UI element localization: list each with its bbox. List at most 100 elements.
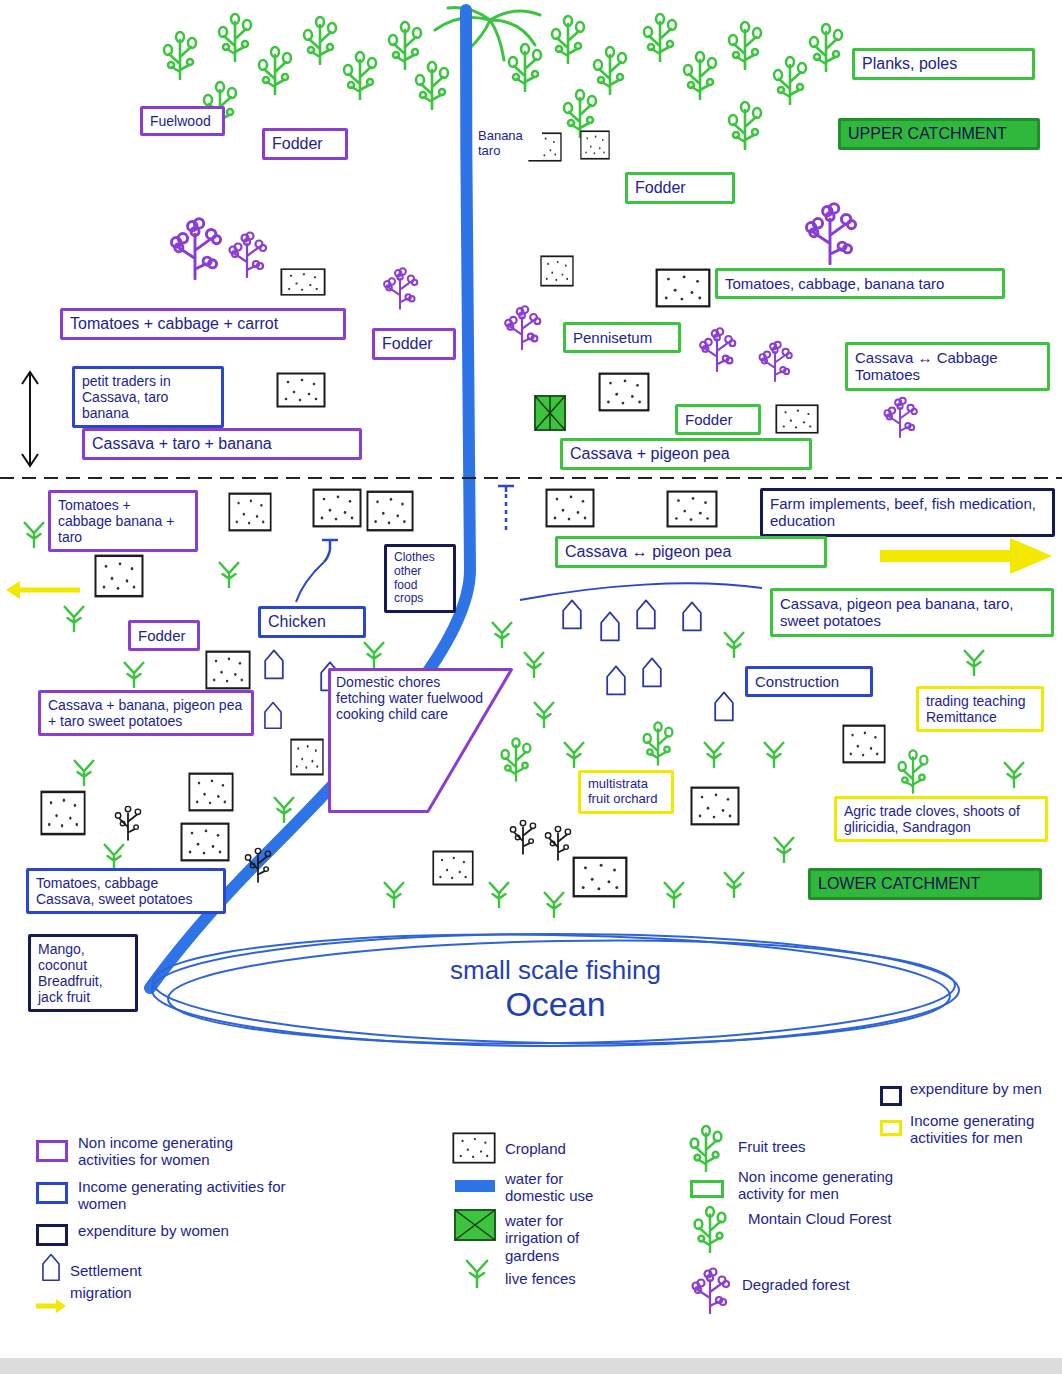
box-text: Domestic chores fetching water fuelwood … <box>336 674 486 722</box>
water-pipe <box>520 583 762 600</box>
ocean-label: small scale fishing <box>444 956 667 986</box>
ocean-ring <box>152 928 951 1050</box>
activity-box: Tomatoes + cabbage banana + taro <box>48 490 198 552</box>
live-fence <box>75 761 94 785</box>
box-text: multistrata fruit orchard <box>588 777 664 807</box>
degraded-tree <box>760 342 792 381</box>
activity-box: Agric trade cloves, shoots of gliricidia… <box>834 796 1048 842</box>
box-text: trading teaching Remittance <box>926 693 1034 725</box>
activity-box: Tomatoes, cabbage, banana taro <box>715 268 1005 299</box>
live-fence <box>965 651 984 675</box>
legend-cropland-icon <box>453 1133 494 1162</box>
legend-text: live fences <box>505 1270 620 1287</box>
palm-fronds <box>435 8 540 61</box>
box-text: Chicken <box>268 613 356 631</box>
forest-tree <box>729 102 761 149</box>
cropland <box>541 256 573 285</box>
activity-box: multistrata fruit orchard <box>578 770 674 814</box>
activity-box: Pennisetum <box>563 322 681 353</box>
migration-arrow <box>880 538 1052 574</box>
zone-banner: LOWER CATCHMENT <box>808 868 1042 900</box>
activity-box: Fodder <box>128 620 200 651</box>
box-text: Cassava, pigeon pea banana, taro, sweet … <box>780 595 1044 630</box>
activity-box: Cassava ↔ Cabbage Tomatoes <box>845 342 1050 391</box>
live-fence <box>275 798 294 822</box>
forest-tree <box>389 22 421 69</box>
forest-tree <box>594 47 626 94</box>
cropland <box>668 492 717 527</box>
forest-tree <box>164 32 196 79</box>
box-text: Fuelwood <box>150 113 215 129</box>
house <box>563 600 581 628</box>
legend-text: Non income generating activities for wom… <box>78 1134 288 1169</box>
water-pipe <box>505 494 508 534</box>
forest-tree <box>219 14 251 61</box>
activity-box: Tomatoes, cabbage Cassava, sweet potatoe… <box>26 868 226 914</box>
legend-text: Non income generating activity for men <box>738 1168 918 1203</box>
degraded-tree <box>700 328 735 371</box>
irrigation-patch <box>535 396 565 430</box>
cropland <box>657 270 710 307</box>
legend-migration-arrow <box>36 1304 58 1309</box>
activity-box: Construction <box>745 666 873 697</box>
box-text: Fodder <box>138 627 190 644</box>
zone-banner: UPPER CATCHMENT <box>838 118 1040 150</box>
legend-house-icon <box>43 1255 59 1281</box>
live-fence <box>725 873 744 897</box>
legend-text: Income generating activities for men <box>910 1112 1055 1147</box>
live-fence <box>525 653 544 677</box>
forest-tree <box>416 62 448 109</box>
live-fence <box>125 663 144 687</box>
cropland <box>291 740 323 775</box>
activity-box: Fodder <box>625 172 735 204</box>
box-text: Clothes other food crops <box>394 551 446 606</box>
fruit-tree <box>502 738 531 780</box>
live-fence <box>220 563 239 587</box>
activity-box: Cassava + pigeon pea <box>560 438 812 470</box>
live-fence <box>545 893 564 917</box>
forest-tree <box>344 52 376 99</box>
zone-divider <box>0 477 1062 479</box>
legend-swatch <box>880 1086 902 1106</box>
box-text: petit traders in Cassava, taro banana <box>82 373 214 421</box>
box-text: Pennisetum <box>573 329 671 346</box>
box-text: Fodder <box>635 179 725 197</box>
river <box>150 10 470 988</box>
box-text: Construction <box>755 673 863 690</box>
cropland <box>433 852 472 885</box>
live-fence <box>490 883 509 907</box>
legend-swatch <box>36 1224 68 1246</box>
forest-tree <box>552 16 584 63</box>
live-fence <box>775 838 794 862</box>
house <box>715 692 733 720</box>
box-text: Cassava + taro + banana <box>92 435 352 453</box>
irrigated-garden <box>535 396 565 430</box>
house <box>637 600 655 628</box>
box-text: Cassava ↔ pigeon pea <box>565 543 817 561</box>
degraded-tree <box>505 306 540 349</box>
cropland <box>206 652 249 689</box>
chores-parallelogram: Domestic chores fetching water fuelwood … <box>328 668 513 813</box>
legend-cloud-forest-icon <box>695 1207 726 1252</box>
cropland <box>600 374 649 411</box>
cropland <box>843 726 884 763</box>
cropland <box>281 269 324 295</box>
live-fence <box>705 743 724 767</box>
live-fence <box>535 703 554 727</box>
activity-box: Tomatoes + cabbage + carrot <box>60 308 346 340</box>
box-text: Planks, poles <box>862 55 1025 73</box>
live-fence <box>765 743 784 767</box>
legend-irrigation-hatch <box>455 1210 495 1240</box>
legend-fruit-tree-icon <box>691 1126 722 1171</box>
activity-box: petit traders in Cassava, taro banana <box>72 366 224 428</box>
legend-text: Income generating activities for women <box>78 1178 288 1213</box>
legend-text: Degraded forest <box>742 1276 892 1293</box>
box-text: LOWER CATCHMENT <box>818 875 1032 893</box>
degraded-tree <box>171 219 220 279</box>
activity-box: Mango, coconut Breadfruit, jack fruit <box>28 934 138 1012</box>
irrigation-hatch <box>535 396 565 430</box>
box-text: Cassava ↔ Cabbage Tomatoes <box>855 349 1040 384</box>
forest-tree <box>684 52 716 99</box>
crop-label: Banana taro <box>476 128 542 160</box>
